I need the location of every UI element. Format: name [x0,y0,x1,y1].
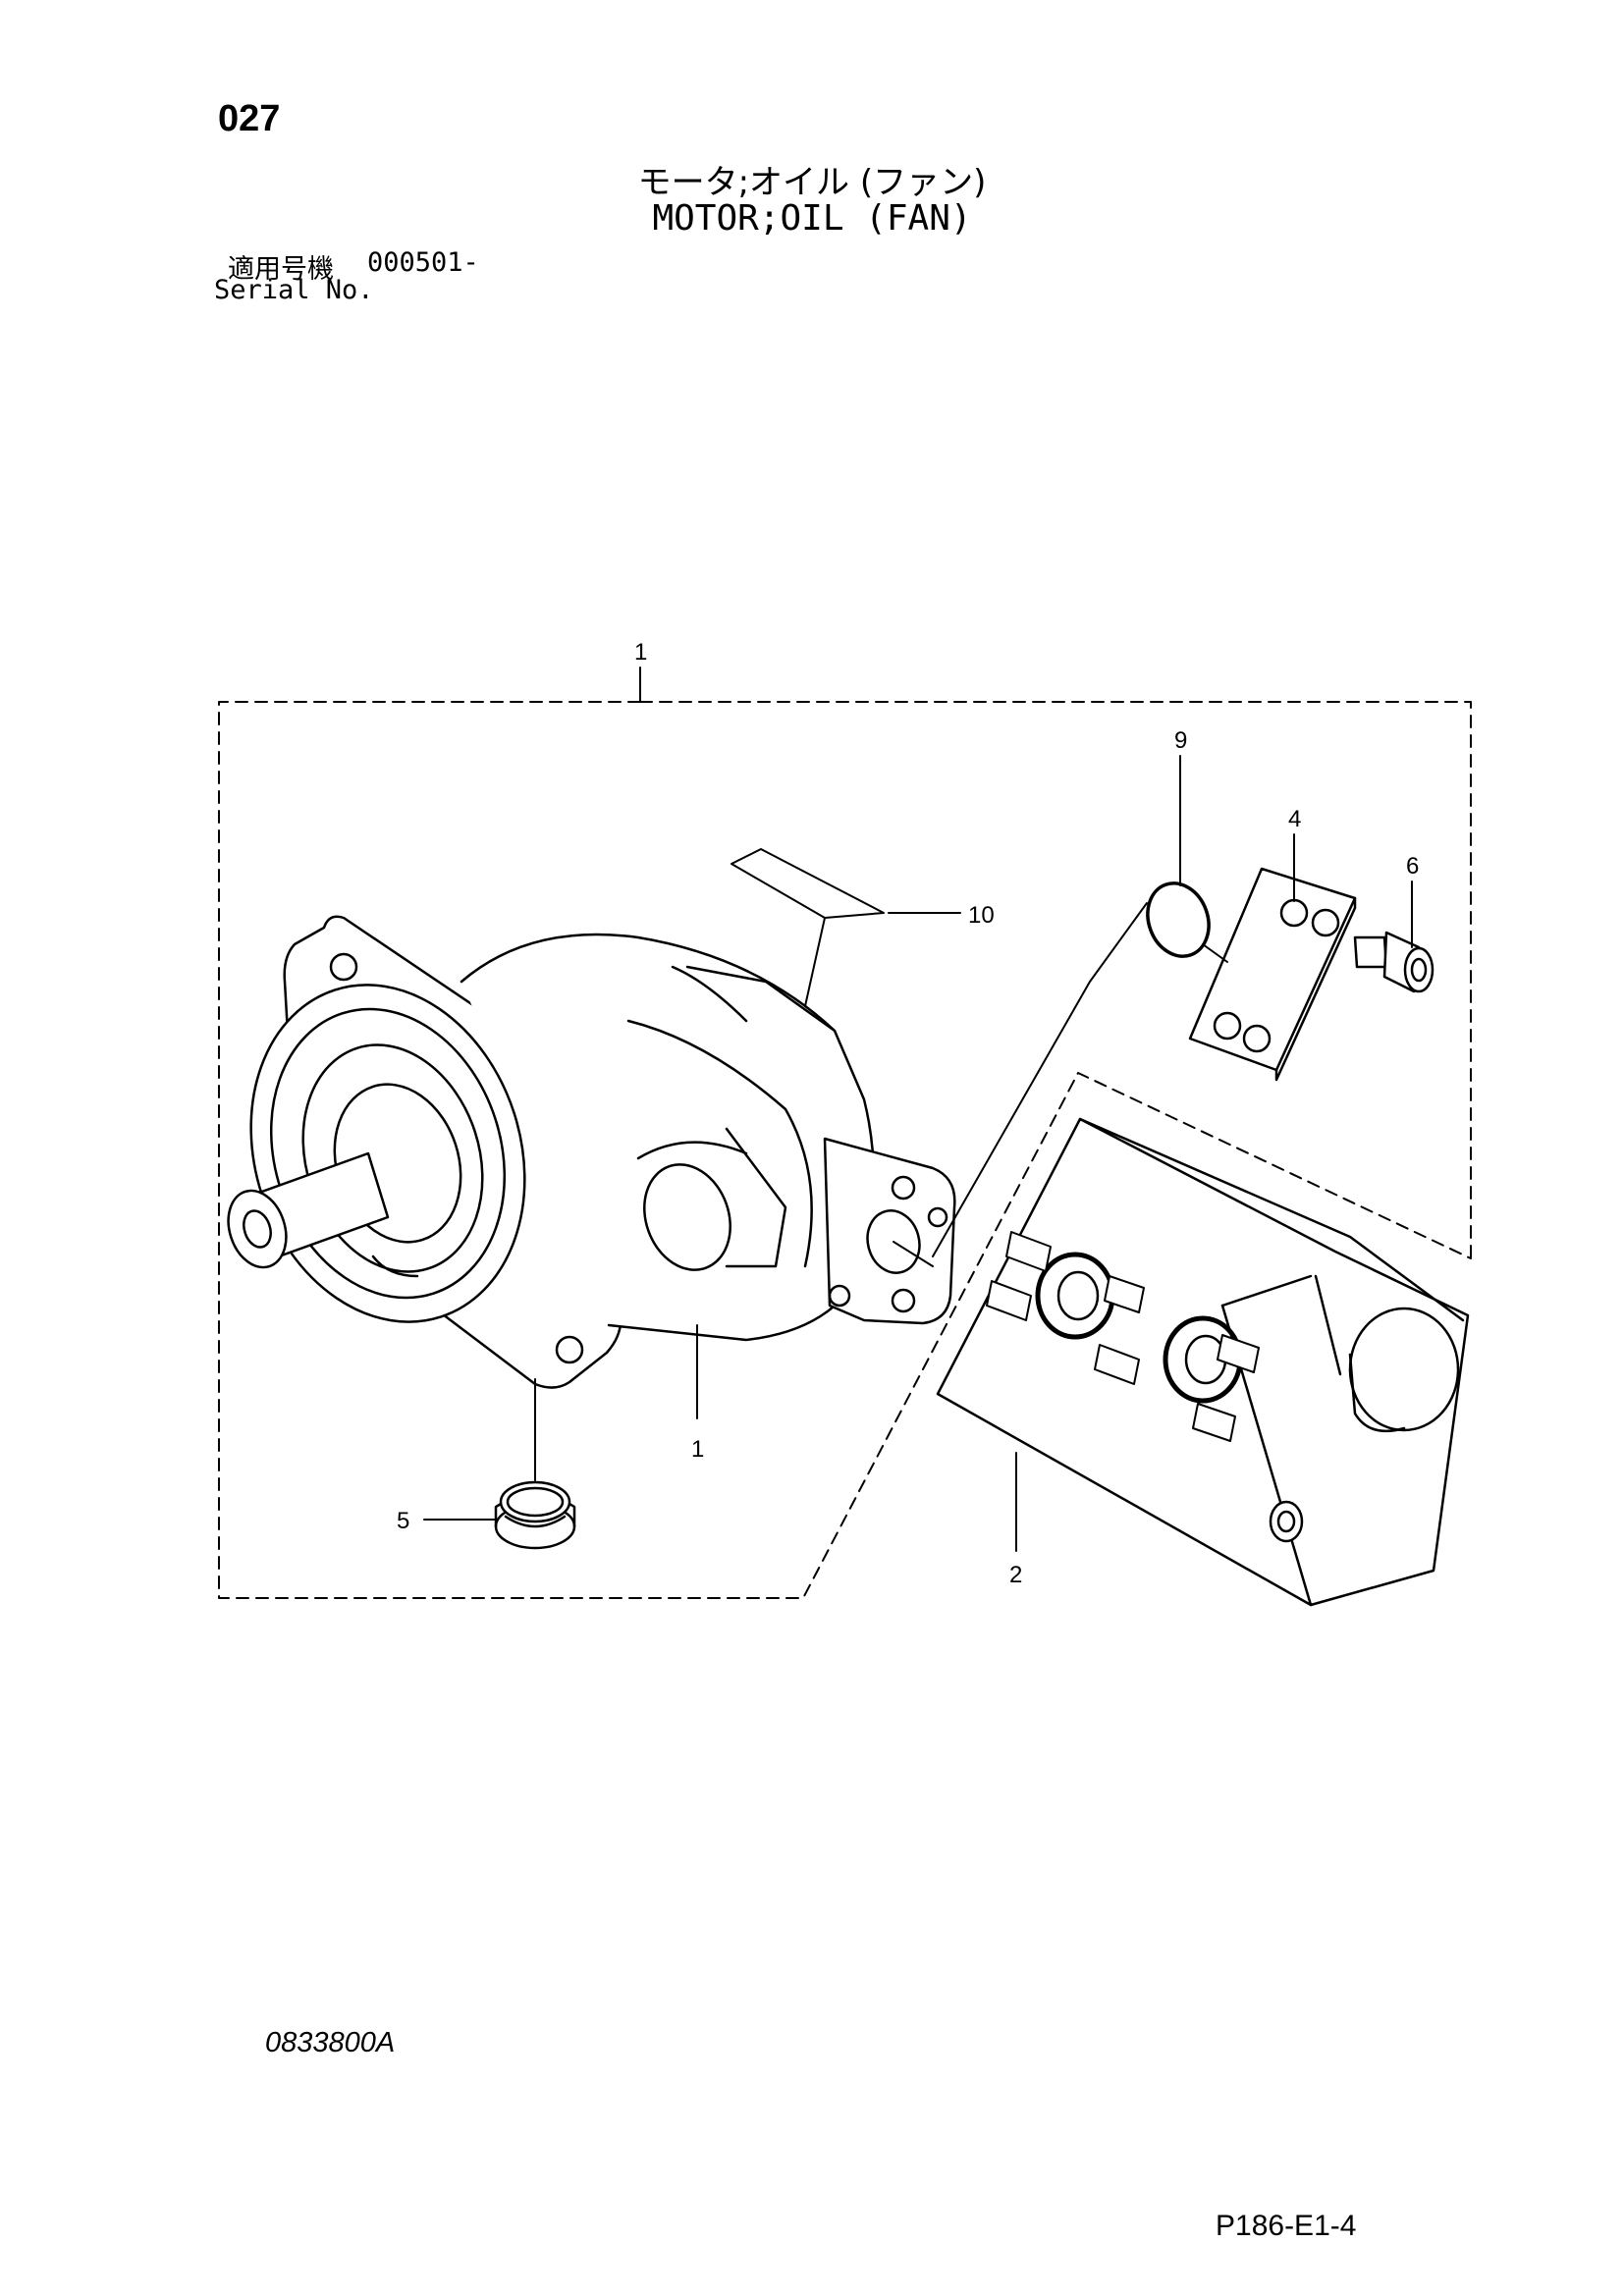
callout-4: 4 [1288,806,1301,832]
o-ring [1146,881,1211,958]
oil-motor-body [227,915,956,1389]
valve-block [936,1117,1470,1607]
serial-label-english: Serial No. [214,275,374,305]
callout-2: 2 [1009,1562,1022,1588]
page-reference: P186-E1-4 [1216,2210,1357,2242]
serial-value: 000501- [367,247,479,278]
callout-5: 5 [397,1508,409,1534]
serial-label-japanese: 適用号機 [228,254,334,285]
flange-plate [1188,867,1357,1082]
assembly-boundary-motor-left [218,701,1472,1599]
leader-lines [423,667,1413,1552]
callout-9: 9 [1174,727,1187,754]
drawing-number: 0833800A [265,2027,396,2058]
callout-6: 6 [1406,853,1419,880]
title-english: MOTOR;OIL (FAN) [652,198,972,239]
assembly-boundary-motor [639,701,1472,1259]
socket-bolt [1353,931,1435,993]
page-number: 027 [218,98,281,139]
title-japanese: モータ;オイル (ファン) [637,163,987,202]
drain-plug [494,1480,576,1550]
callout-1-bottom: 1 [691,1436,704,1463]
callout-1-top: 1 [634,639,647,666]
callout-10: 10 [968,902,995,929]
nameplate [731,848,885,919]
